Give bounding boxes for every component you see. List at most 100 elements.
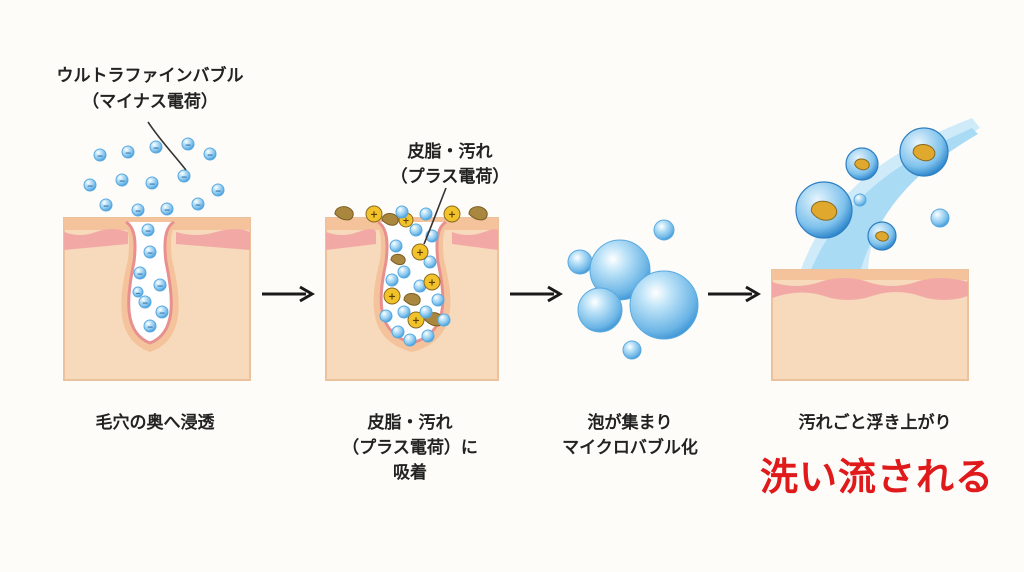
- step3-caption-line2: マイクロバブル化: [562, 438, 698, 458]
- svg-text:−: −: [215, 187, 222, 196]
- bubble: [431, 293, 445, 307]
- dirt-carrying-bubble: [899, 127, 949, 177]
- positive-dirt-particle: +: [383, 287, 401, 305]
- positive-dirt-particle: +: [423, 273, 441, 291]
- svg-text:−: −: [164, 206, 171, 215]
- svg-text:−: −: [147, 323, 154, 332]
- dirt-carrying-bubble: [845, 147, 879, 181]
- svg-text:−: −: [119, 177, 126, 186]
- dirt-leader-line: [423, 187, 447, 245]
- negative-bubble: −: [181, 137, 195, 151]
- dirt-annotation-title: 皮脂・汚れ: [407, 142, 493, 162]
- bubble: [397, 265, 411, 279]
- negative-bubble: −: [191, 197, 205, 211]
- microbubble-cluster: [567, 219, 699, 360]
- negative-bubbles-group: −−−−−−−−−−−−−−−−−−−−−−: [83, 137, 225, 333]
- svg-text:−: −: [181, 173, 188, 182]
- svg-text:+: +: [388, 292, 396, 303]
- negative-bubble: −: [138, 295, 152, 309]
- negative-bubble: −: [160, 202, 174, 216]
- negative-bubble: −: [132, 286, 144, 298]
- bubble-leader-line: [147, 121, 187, 171]
- svg-text:−: −: [87, 182, 94, 191]
- svg-text:−: −: [147, 249, 154, 258]
- step4-caption: 汚れごと浮き上がり: [798, 413, 952, 433]
- bubble: [423, 255, 437, 269]
- positive-dirt-particle: +: [365, 205, 383, 223]
- svg-text:−: −: [153, 144, 160, 153]
- step2-caption-line2: （プラス電荷）に: [342, 438, 478, 458]
- svg-text:−: −: [137, 270, 144, 279]
- negative-bubble: −: [155, 305, 169, 319]
- negative-bubble: −: [141, 223, 155, 237]
- negative-bubble: −: [99, 198, 113, 212]
- dirt-blob: [390, 253, 406, 266]
- svg-text:−: −: [97, 152, 104, 161]
- svg-text:+: +: [370, 210, 378, 221]
- bubble: [577, 287, 623, 333]
- result-headline: 洗い流される: [759, 455, 994, 499]
- right-arrow-icon: [262, 285, 315, 303]
- dirt-blob: [334, 206, 354, 221]
- negative-bubble: −: [203, 147, 217, 161]
- negative-bubble: −: [145, 176, 159, 190]
- svg-text:−: −: [157, 282, 164, 291]
- svg-text:−: −: [207, 151, 214, 160]
- floating-dirt-bubbles: [795, 127, 950, 251]
- right-arrow-icon: [510, 285, 563, 303]
- negative-bubble: −: [83, 178, 97, 192]
- svg-text:+: +: [428, 278, 436, 289]
- svg-text:−: −: [159, 309, 166, 318]
- bubble: [653, 219, 675, 241]
- negative-bubble: −: [143, 245, 157, 259]
- bubble: [385, 273, 399, 287]
- dirt-carrying-bubble: [867, 221, 897, 251]
- negative-bubble: −: [115, 173, 129, 187]
- step3-caption-line1: 泡が集まり: [587, 413, 673, 433]
- negative-bubble: −: [143, 319, 157, 333]
- bubble: [389, 239, 403, 253]
- bubble: [437, 313, 451, 327]
- bubble: [930, 208, 950, 228]
- negative-bubble: −: [149, 140, 163, 154]
- svg-text:+: +: [416, 248, 424, 259]
- bubble: [409, 223, 423, 237]
- bubble: [419, 305, 433, 319]
- dirt-blob: [468, 206, 488, 221]
- positive-dirt-particle: +: [443, 205, 461, 223]
- bubble: [395, 205, 409, 219]
- svg-text:−: −: [142, 299, 149, 308]
- bubble: [419, 207, 433, 221]
- svg-text:+: +: [448, 210, 456, 221]
- negative-bubble: −: [93, 148, 107, 162]
- bubble: [567, 249, 593, 275]
- negative-bubble: −: [153, 278, 167, 292]
- svg-text:+: +: [402, 216, 409, 226]
- svg-text:+: +: [412, 316, 420, 327]
- right-arrow-icon: [708, 285, 761, 303]
- svg-text:−: −: [135, 290, 140, 298]
- bubble: [629, 270, 699, 340]
- step2-caption-line1: 皮脂・汚れ: [367, 413, 453, 433]
- svg-text:−: −: [149, 180, 156, 189]
- bubble: [421, 329, 435, 343]
- bubbles-annotation-title: ウルトラファインバブル: [56, 66, 244, 86]
- step2-caption-line3: 吸着: [393, 463, 427, 483]
- positive-dirt-particle: +: [407, 311, 425, 329]
- dirt-annotation-charge: （プラス電荷）: [390, 167, 510, 187]
- negative-bubble: −: [211, 183, 225, 197]
- dirt-and-bubbles-group: + + + + + + +: [334, 205, 488, 347]
- step1-caption: 毛穴の奥へ浸透: [95, 413, 215, 433]
- bubble: [397, 305, 411, 319]
- negative-bubble: −: [131, 203, 145, 217]
- bubble: [379, 309, 393, 323]
- svg-text:−: −: [145, 227, 152, 236]
- bubbles-annotation-charge: （マイナス電荷）: [82, 92, 218, 112]
- step1-skin: [63, 217, 251, 381]
- negative-bubble: −: [121, 145, 135, 159]
- bubble: [403, 333, 417, 347]
- dirt-carrying-bubble: [795, 181, 853, 239]
- positive-dirt-particle: +: [411, 243, 429, 261]
- negative-bubble: −: [177, 169, 191, 183]
